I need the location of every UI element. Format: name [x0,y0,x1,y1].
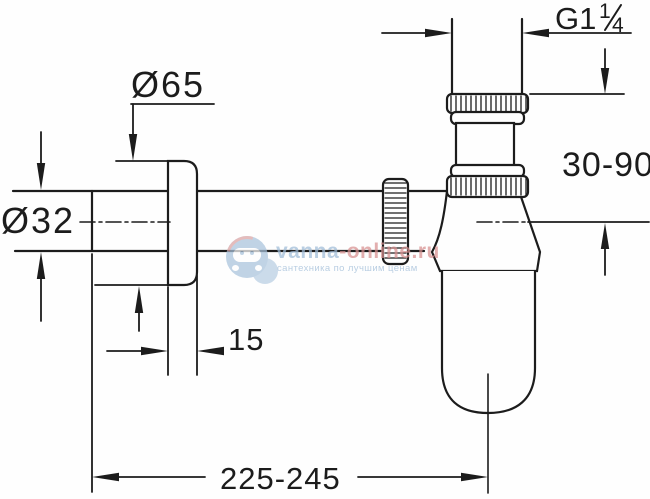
bottom-union-nut [445,163,530,199]
horizontal-slip-nut-knurl [384,182,407,259]
thread-size-label: G1 [555,1,596,36]
dim-thread [381,4,632,38]
trap-body [430,189,542,273]
riser-pipe [450,17,524,98]
centerlines [79,221,529,494]
length-arrow-right [461,472,488,482]
dia32-arrow-up [36,252,46,279]
depth-arrow-right [141,346,168,356]
adjustment-coupling [454,121,516,168]
height-arrow-up [600,223,610,249]
thread-fraction-denominator: 4 [612,14,624,37]
dim-flange-depth [106,275,224,376]
dim-tube-diameter [36,131,46,322]
thread-arrow-left [522,28,549,38]
length-arrow-left [92,472,119,482]
dia65-arrow-up [134,286,144,313]
thread-fraction-numerator: 1 [599,0,611,23]
thread-arrow-right [425,28,452,38]
fraction-slash [604,4,622,31]
dim-length-range [91,253,488,493]
flange-diameter-label: Ø65 [131,64,205,105]
dia32-arrow-down [36,163,46,190]
depth-arrow-left [197,346,224,356]
tube-diameter-label: Ø32 [1,200,75,241]
height-range-label: 30-90 [562,146,650,184]
horizontal-slip-nut-body [381,177,410,266]
height-arrow-down [600,68,610,94]
top-union-nut [445,92,530,126]
wall-flange [166,159,199,287]
flange-depth-label: 15 [228,322,264,357]
horizontal-slip-nut [381,177,410,266]
dim-flange-diameter [94,103,215,332]
bottom-union-nut-knurl [450,177,527,196]
dim-height-range [527,48,650,276]
length-range-label: 225-245 [220,461,341,496]
top-union-nut-knurl [450,95,527,112]
dia65-arrow-down [128,134,138,161]
bottom-union-nut-band [445,174,530,199]
